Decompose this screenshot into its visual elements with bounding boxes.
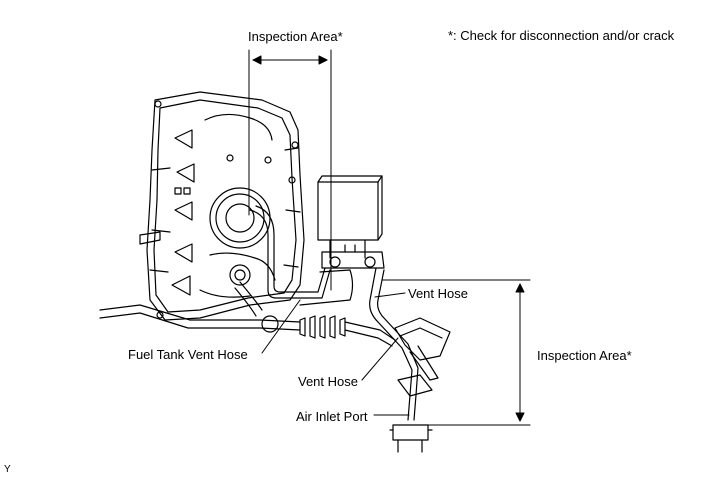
inspection-area-right-label: Inspection Area*	[537, 348, 632, 363]
leader-lines	[261, 292, 410, 416]
charcoal-canister	[317, 175, 385, 269]
vent-hose-drawing	[369, 267, 451, 453]
vent-hose-lower-label: Vent Hose	[298, 374, 358, 389]
fuel-tank	[139, 91, 305, 321]
figure-code-label: Y	[4, 464, 11, 475]
lower-hoses	[99, 304, 396, 347]
footnote-label: *: Check for disconnection and/or crack	[448, 28, 675, 43]
vent-hose-upper-label: Vent Hose	[408, 286, 468, 301]
inspection-area-top-label: Inspection Area*	[248, 29, 343, 44]
top-inspection-dimension	[248, 49, 332, 291]
air-inlet-port-label: Air Inlet Port	[296, 409, 368, 424]
right-inspection-dimension	[381, 279, 531, 426]
fuel-tank-vent-hose-label: Fuel Tank Vent Hose	[128, 347, 248, 362]
fuel-tank-vent-hose-drawing	[234, 205, 354, 317]
